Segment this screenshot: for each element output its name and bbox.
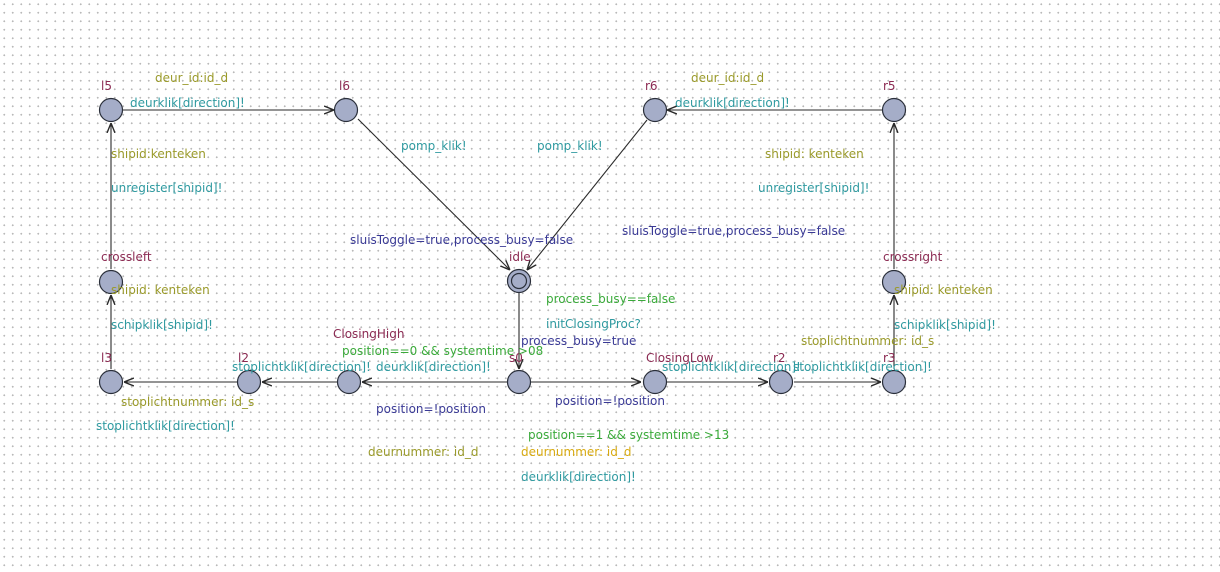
guard-label: position==1 && systemtime >13: [528, 428, 729, 442]
sync-label: deurklik[direction]!: [521, 470, 636, 484]
sync-label: pomp_klik!: [401, 139, 467, 153]
sync-label: stoplichtklik[direction]!: [662, 360, 801, 374]
initial-marker-icon: [510, 272, 528, 290]
location-r6[interactable]: [642, 97, 668, 123]
update-label: position=!position: [376, 402, 486, 416]
sync-label: deurklik[direction]!: [130, 96, 245, 110]
location-closinglow[interactable]: [642, 369, 668, 395]
select-label: deur_id:id_d: [691, 71, 764, 85]
location-name: l2: [238, 351, 249, 365]
sync-label: schipklik[shipid]!: [111, 318, 213, 332]
location-idle-initial[interactable]: [506, 268, 532, 294]
location-l3[interactable]: [98, 369, 124, 395]
sync-label: initClosingProc?: [546, 317, 641, 331]
location-name: idle: [509, 250, 531, 264]
location-name: r2: [773, 351, 786, 365]
select-label: shipid: kenteken: [765, 147, 864, 161]
locations: [98, 97, 907, 395]
location-name: ClosingLow: [646, 351, 714, 365]
select-label: stoplichtnummer: id_s: [801, 334, 934, 348]
location-name: l5: [101, 79, 112, 93]
select-label: shipid: kenteken: [894, 283, 993, 297]
sync-label: unregister[shipid]!: [758, 181, 869, 195]
sync-label: stoplichtklik[direction]!: [793, 360, 932, 374]
select-label: deurnummer: id_d: [368, 445, 478, 459]
location-name: l3: [101, 351, 112, 365]
sync-label: pomp_klik!: [537, 139, 603, 153]
update-label: sluisToggle=true,process_busy=false: [350, 233, 573, 247]
location-crossright[interactable]: [881, 269, 907, 295]
location-crossleft[interactable]: [98, 269, 124, 295]
sync-label: unregister[shipid]!: [111, 181, 222, 195]
location-l2[interactable]: [236, 369, 262, 395]
location-name: r5: [883, 79, 896, 93]
update-label: sluisToggle=true,process_busy=false: [622, 224, 845, 238]
location-name: s0: [509, 351, 523, 365]
edge-r6-idle[interactable]: [527, 119, 648, 270]
location-l6[interactable]: [333, 97, 359, 123]
location-name: crossleft: [101, 250, 152, 264]
location-name: crossright: [883, 250, 943, 264]
select-label: stoplichtnummer: id_s: [121, 395, 254, 409]
location-r3[interactable]: [881, 369, 907, 395]
update-label: process_busy=true: [521, 334, 636, 348]
edge-l6-idle[interactable]: [357, 118, 510, 270]
edge-labels: deur_id:id_d deurklik[direction]! deur_i…: [96, 71, 996, 484]
location-name: ClosingHigh: [333, 327, 404, 341]
sync-label: schipklik[shipid]!: [894, 318, 996, 332]
sync-label: stoplichtklik[direction]!: [96, 419, 235, 433]
edges: [111, 110, 894, 382]
guard-label: position==0 && systemtime >08: [342, 344, 543, 358]
update-label: position=!position: [555, 394, 665, 408]
guard-label: process_busy==false: [546, 292, 675, 306]
location-l5[interactable]: [98, 97, 124, 123]
location-s0[interactable]: [506, 369, 532, 395]
location-r2[interactable]: [768, 369, 794, 395]
select-label: shipid: kenteken: [111, 283, 210, 297]
select-label: shipid:kenteken: [111, 147, 206, 161]
location-name: r3: [883, 351, 896, 365]
location-closinghigh[interactable]: [336, 369, 362, 395]
location-names: l5 l6 r6 r5 crossleft crossright idle l3…: [101, 79, 943, 365]
location-name: r6: [645, 79, 658, 93]
sync-label: deurklik[direction]!: [376, 360, 491, 374]
select-label: deur_id:id_d: [155, 71, 228, 85]
select-label: deurnummer: id_d: [521, 445, 631, 459]
location-name: l6: [339, 79, 350, 93]
location-r5[interactable]: [881, 97, 907, 123]
sync-label: deurklik[direction]!: [675, 96, 790, 110]
sync-label: stoplichtklik[direction]!: [232, 360, 371, 374]
